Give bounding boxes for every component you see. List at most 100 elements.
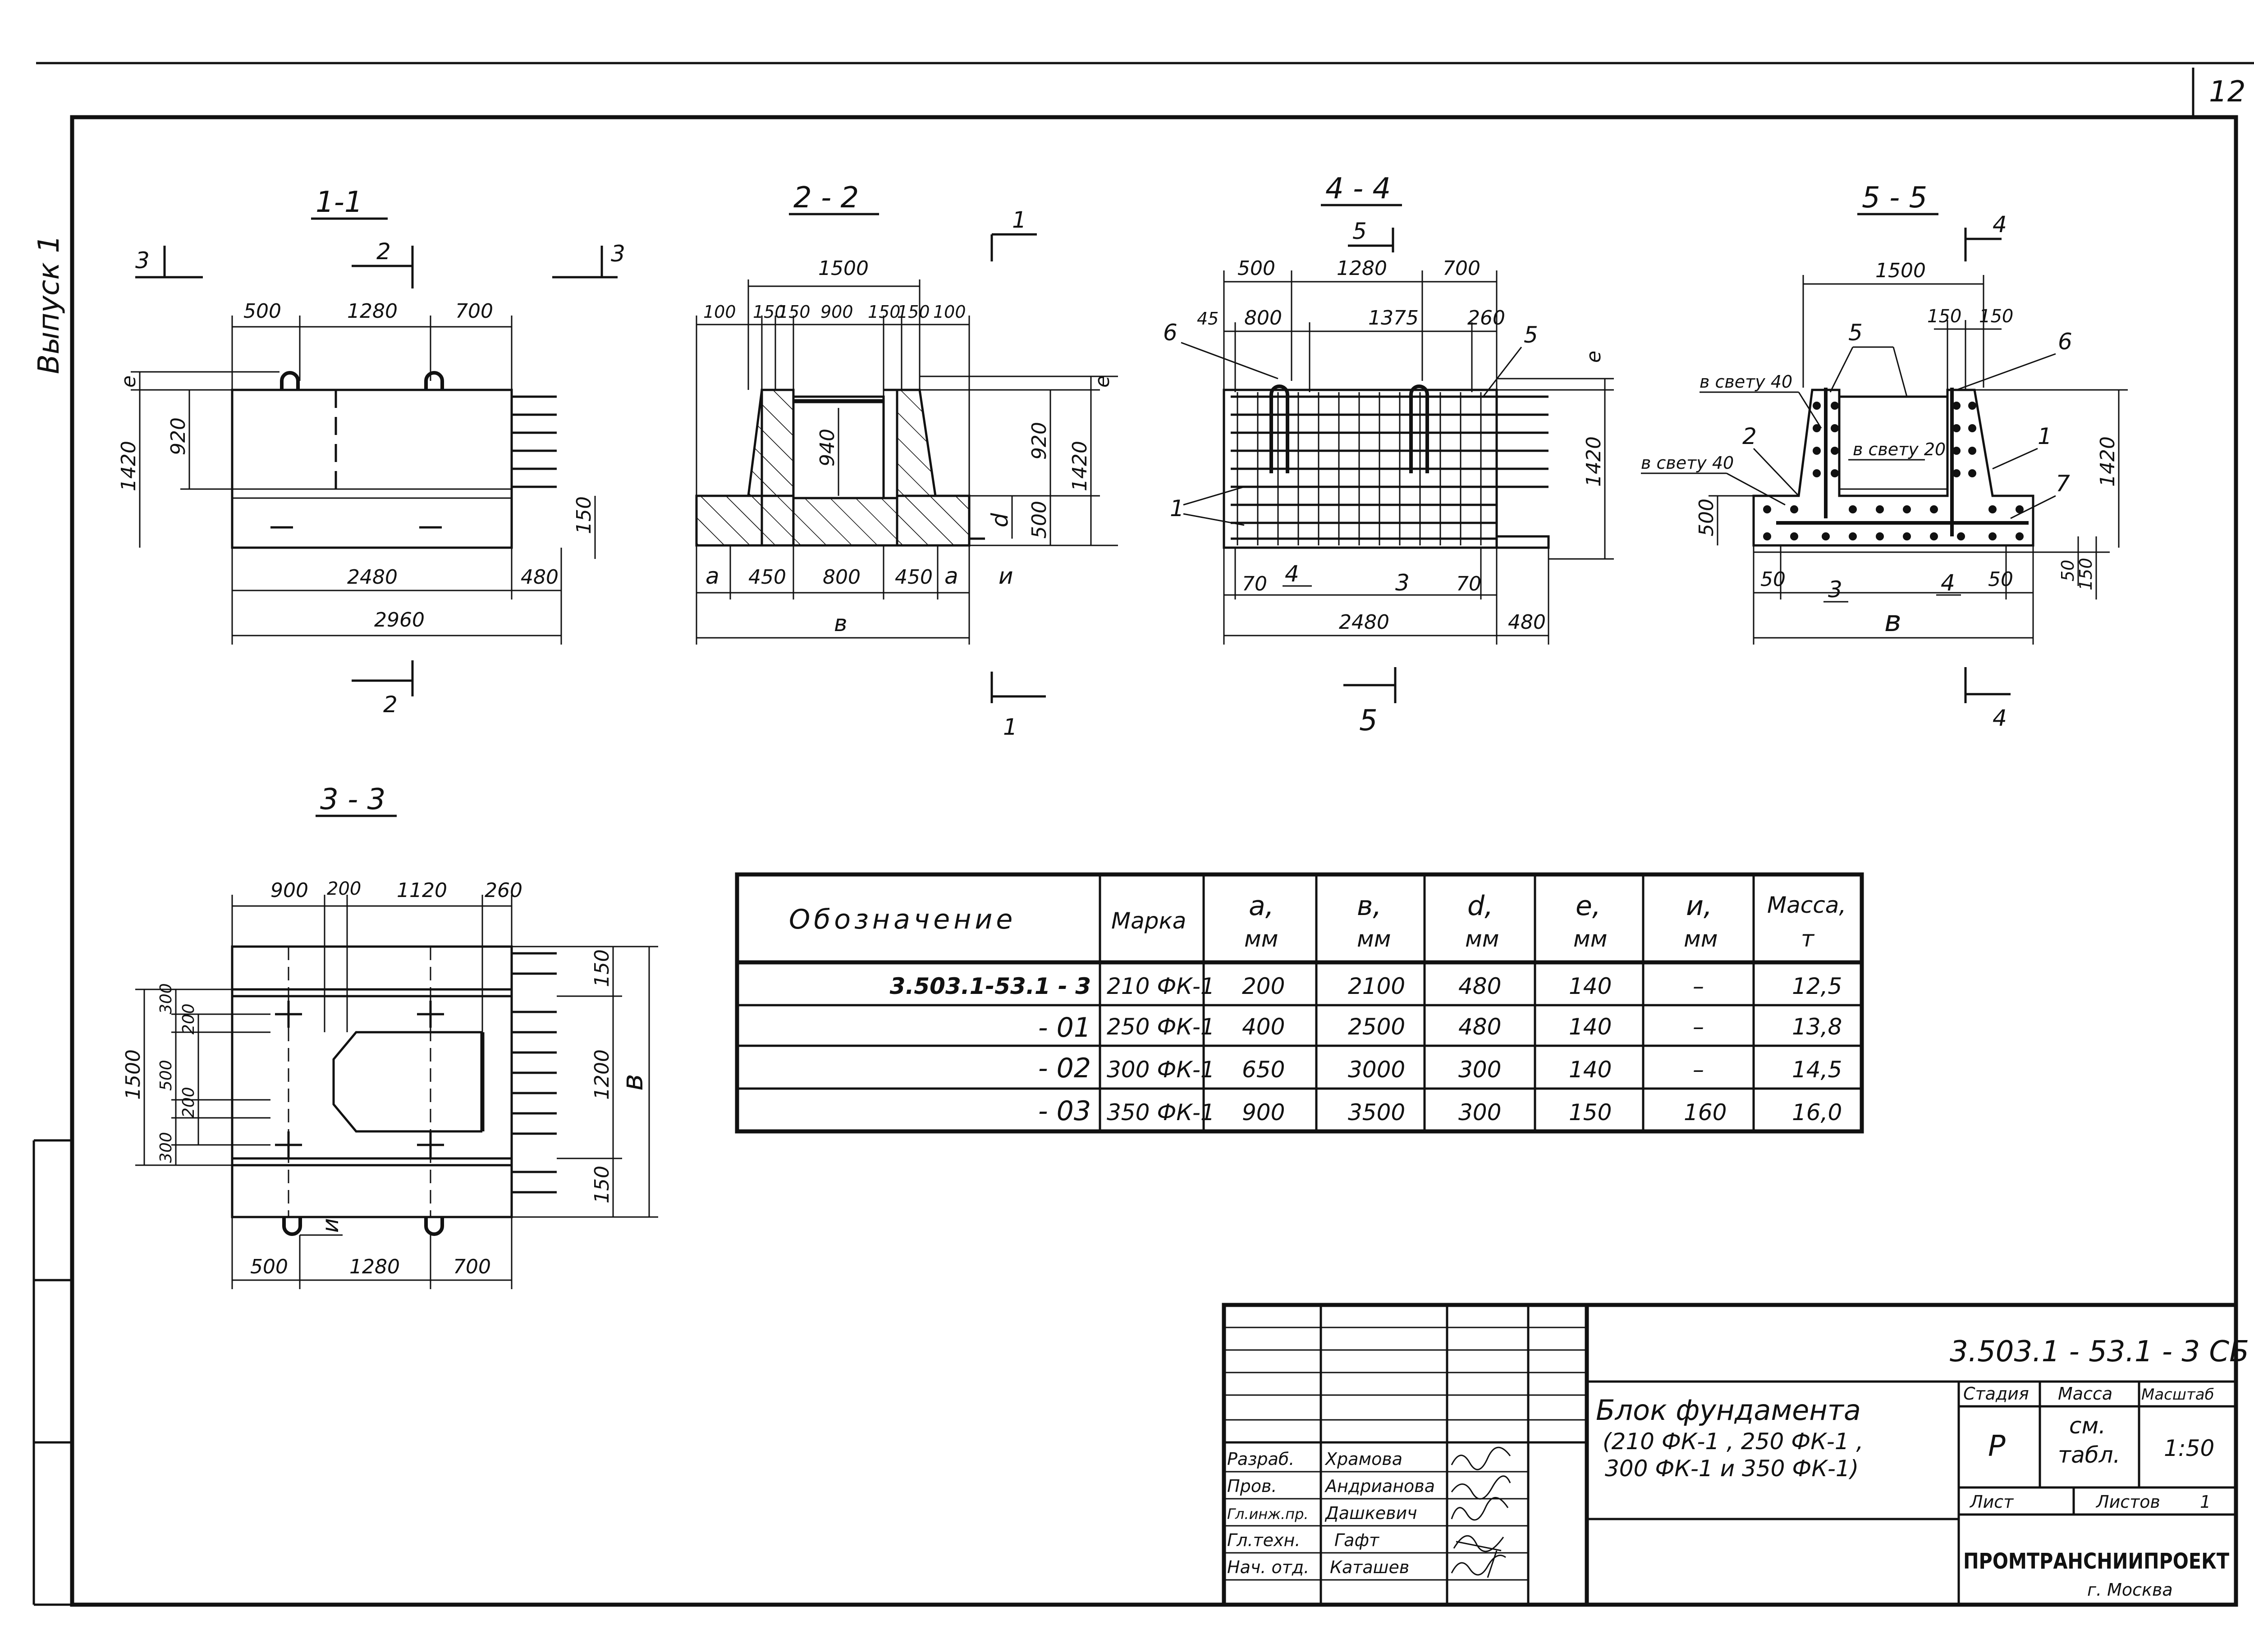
cut-label: 5 (1352, 218, 1367, 244)
dim-text: 150 (778, 302, 811, 322)
dim-text: 300 (157, 1132, 175, 1163)
table-header: a, (1249, 890, 1274, 922)
callout-label: 1 (1170, 495, 1184, 522)
dim-text: 700 (453, 1255, 491, 1278)
table-cell: 140 (1569, 973, 1612, 999)
table-header: e, (1576, 890, 1601, 922)
cut-label: 2 (376, 238, 391, 265)
section-title: 2 - 2 (793, 181, 859, 215)
table-cell: 2100 (1348, 973, 1405, 999)
section-title: 3 - 3 (320, 783, 385, 816)
section-4-4: 4 - 4 5 5 (1163, 172, 1614, 737)
drawing-title: Блок фундамента (1596, 1394, 1861, 1427)
table-cell: 140 (1569, 1014, 1612, 1040)
dim-text: 50 (2058, 560, 2078, 581)
table-cell: 13,8 (1792, 1014, 1842, 1040)
staff-name: Каташев (1330, 1557, 1409, 1577)
dim-text: 480 (1508, 611, 1546, 634)
table-cell: 480 (1458, 973, 1501, 999)
table-header: Масса, (1767, 892, 1846, 918)
table-cell: 400 (1242, 1014, 1285, 1040)
dim-text: 150 (591, 949, 614, 987)
section-title: 1-1 (316, 186, 363, 219)
dim-text: 100 (933, 302, 966, 322)
scale-header: Масштаб (2141, 1386, 2214, 1404)
table-cell: – (1693, 973, 1704, 999)
table-header: и, (1686, 890, 1712, 922)
dim-text: 100 (703, 302, 736, 322)
dim-text: 500 (157, 1060, 175, 1091)
dim-text: 450 (748, 566, 786, 589)
dim-text: 500 (1237, 257, 1275, 280)
dim-text: 260 (485, 879, 522, 902)
dim-text: 900 (270, 879, 308, 902)
signatures (1451, 1446, 1511, 1578)
table-cell: – (1693, 1057, 1704, 1083)
stage-value: Р (1988, 1430, 2006, 1463)
callout-label: 5 (1524, 322, 1538, 348)
dim-text: 1420 (1068, 441, 1091, 491)
callout-label: 4 (1941, 570, 1955, 596)
table-header-unit: мм (1244, 926, 1278, 952)
staff-rows: Разраб. Храмова Пров. Андрианова Гл.инж.… (1227, 1449, 1435, 1577)
dim-text: 150 (591, 1166, 614, 1204)
dim-text: 1120 (397, 879, 447, 902)
callout-label: 4 (1285, 561, 1299, 587)
sheets-value: 1 (2200, 1492, 2211, 1512)
table-cell: 14,5 (1792, 1057, 1842, 1083)
dim-text: 920 (167, 417, 190, 455)
dim-text: 150 (1927, 306, 1961, 327)
table-cell: 650 (1242, 1057, 1285, 1083)
staff-role: Гл.инж.пр. (1227, 1506, 1309, 1523)
section-1-1: 1-1 3 3 2 2 (117, 186, 625, 718)
drawing-subtitle: (210 ФК-1 , 250 ФК-1 , (1603, 1428, 1863, 1455)
dim-text: 1500 (1875, 259, 1926, 282)
callout-label: 7 (2056, 471, 2070, 497)
dim-text: 1420 (2096, 436, 2119, 487)
dim-text: 150 (868, 302, 901, 322)
cut-label: 4 (1993, 705, 2007, 731)
table-cell: 300 (1458, 1057, 1501, 1083)
callout-label: 6 (2058, 329, 2072, 355)
table-row: - 03 350 ФК-1 900 3500 300 150 160 16,0 (1038, 1095, 1842, 1127)
dim-text: 1280 (1337, 257, 1387, 280)
section-title: 5 - 5 (1862, 181, 1927, 215)
table-header: d, (1467, 890, 1493, 922)
callout-label: 1 (2038, 423, 2052, 449)
rebar-dots (1763, 402, 2024, 540)
callout-label: 2 (1742, 423, 1757, 449)
staff-name: Андрианова (1324, 1476, 1435, 1496)
dim-text: a (944, 563, 958, 589)
dim-text: в (1884, 605, 1901, 638)
section-title: 4 - 4 (1325, 172, 1391, 206)
table-header: Марка (1111, 908, 1186, 934)
table-row: - 02 300 ФК-1 650 3000 300 140 – 14,5 (1038, 1053, 1842, 1084)
dim-text: 200 (179, 1003, 198, 1034)
dim-text: a (706, 563, 719, 589)
dim-text: 2480 (347, 566, 398, 589)
table-cell: 160 (1684, 1099, 1727, 1126)
dim-text: 500 (250, 1255, 288, 1278)
dim-text: d (987, 513, 1013, 527)
dim-text: 500 (243, 300, 281, 323)
dim-text: 150 (573, 496, 596, 534)
table-cell: 2500 (1348, 1014, 1405, 1040)
title-block: Разраб. Храмова Пров. Андрианова Гл.инж.… (1222, 1303, 2249, 1607)
staff-role: Нач. отд. (1227, 1557, 1309, 1577)
table-header-unit: т (1801, 926, 1815, 952)
table-header-unit: мм (1573, 926, 1607, 952)
dim-text: 70 (1456, 572, 1481, 595)
sheet-number: 12 (2209, 75, 2245, 109)
dim-text: 500 (1695, 499, 1718, 536)
dim-text: 1375 (1368, 307, 1419, 329)
table-cell: 350 ФК-1 (1107, 1099, 1215, 1126)
drawing-code: 3.503.1 - 53.1 - 3 СБ (1950, 1335, 2249, 1368)
vertical-label: Выпуск 1 (32, 235, 66, 374)
dim-text: e (117, 375, 140, 388)
note-text: в свету 40 (1641, 453, 1734, 473)
dim-text: 450 (895, 566, 933, 589)
callout-label: 3 (1395, 570, 1410, 596)
staff-role: Гл.техн. (1227, 1530, 1300, 1550)
city: г. Москва (2087, 1580, 2173, 1600)
dim-text: e (1091, 375, 1114, 388)
